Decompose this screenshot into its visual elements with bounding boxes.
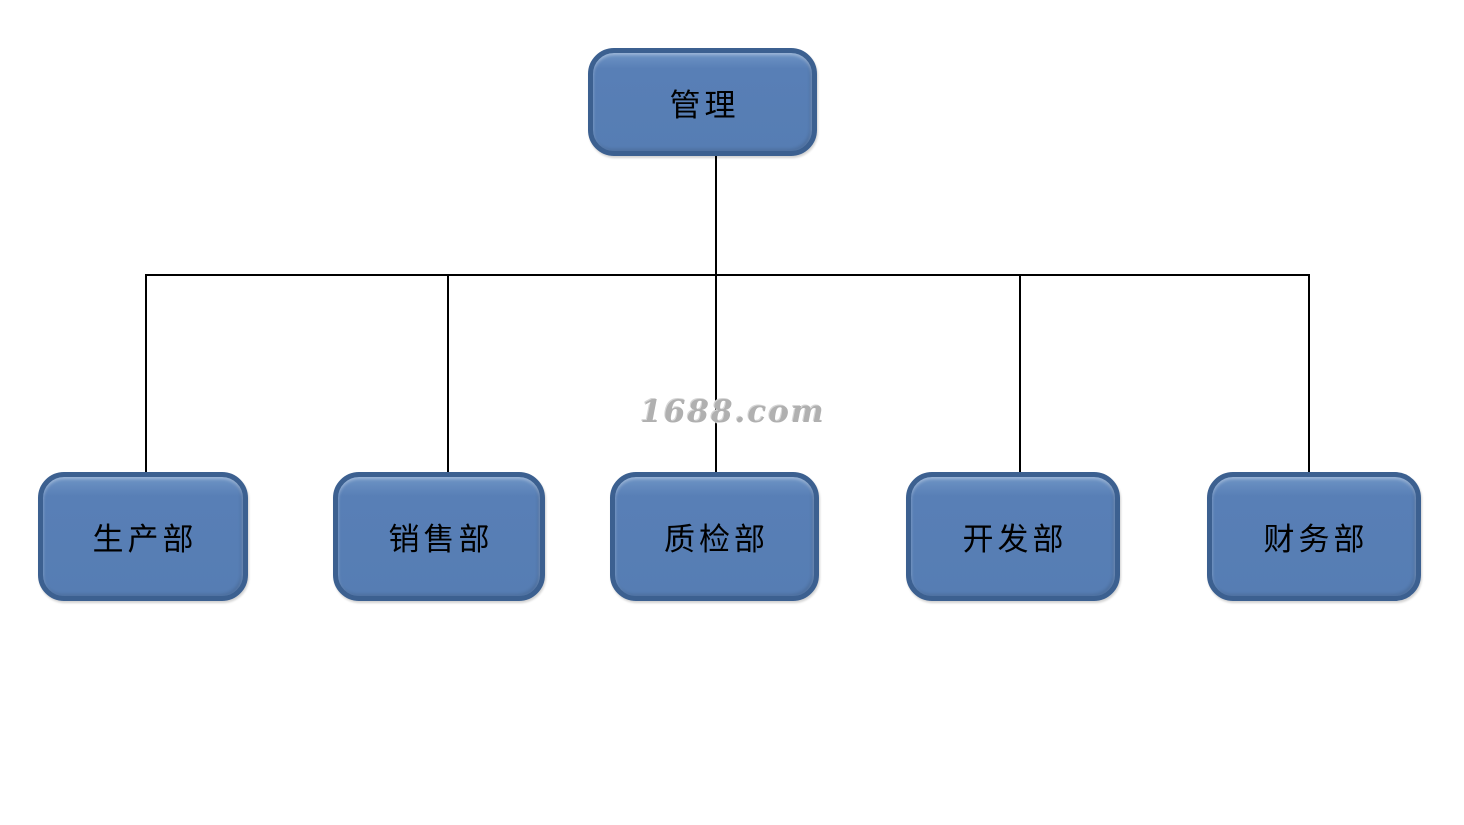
node-sales-dept-label: 销售部 [388, 522, 494, 558]
node-production-dept: 生产部 [38, 472, 248, 601]
node-management-label: 管理 [669, 87, 740, 124]
node-management: 管理 [588, 48, 817, 156]
node-finance-dept: 财务部 [1207, 472, 1421, 601]
node-development-dept: 开发部 [906, 472, 1120, 601]
node-development-dept-label: 开发部 [962, 522, 1068, 558]
node-quality-inspection-dept-label: 质检部 [664, 522, 769, 558]
node-finance-dept-label: 财务部 [1263, 522, 1369, 558]
node-sales-dept: 销售部 [333, 472, 545, 601]
node-production-dept-label: 生产部 [92, 522, 198, 558]
node-quality-inspection-dept: 质检部 [610, 472, 819, 601]
